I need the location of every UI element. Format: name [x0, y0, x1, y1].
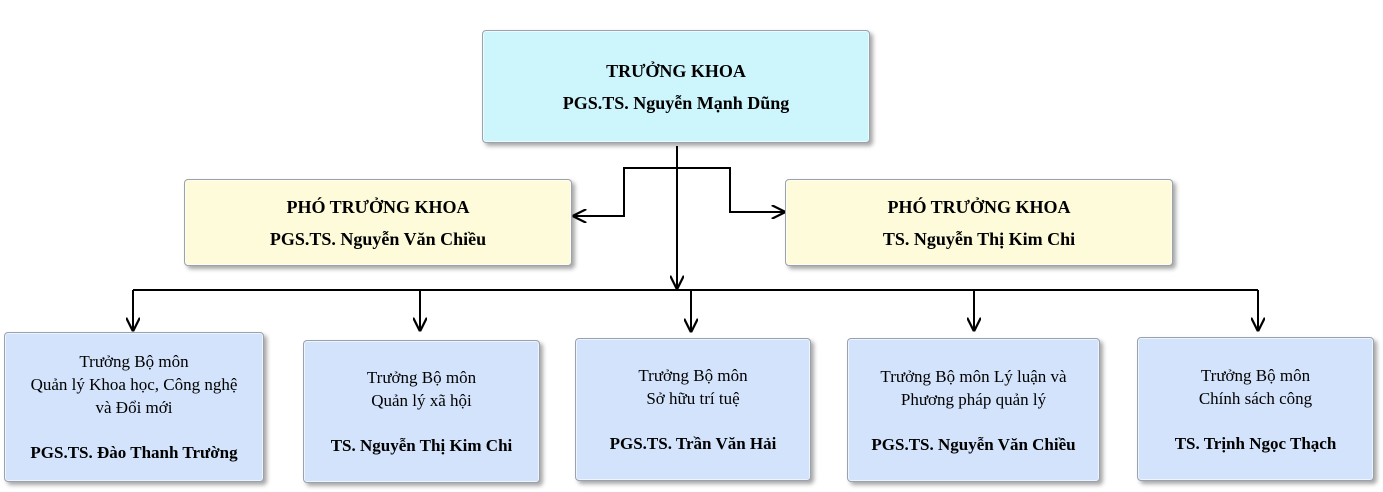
deputy-box-left: PHÓ TRƯỞNG KHOA PGS.TS. Nguyễn Văn Chiều: [184, 179, 572, 266]
department-box-2: Trưởng Bộ môn Quản lý xã hội TS. Nguyễn …: [303, 340, 540, 483]
department-box-4: Trưởng Bộ môn Lý luận và Phương pháp quả…: [847, 338, 1100, 482]
department-role-line: Phương pháp quản lý: [900, 389, 1047, 409]
department-box-5: Trưởng Bộ môn Chính sách công TS. Trịnh …: [1137, 337, 1374, 481]
deputy-name: TS. Nguyễn Thị Kim Chi: [882, 228, 1076, 249]
deputy-title: PHÓ TRƯỞNG KHOA: [887, 196, 1071, 217]
department-role-line: Trưởng Bộ môn: [366, 368, 477, 387]
department-head-name: TS. Trịnh Ngọc Thạch: [1174, 433, 1337, 453]
deputy-box-right: PHÓ TRƯỞNG KHOA TS. Nguyễn Thị Kim Chi: [785, 179, 1173, 266]
left-deputy-connector: [574, 167, 677, 216]
dean-title: TRƯỞNG KHOA: [606, 60, 746, 81]
department-role-line: Chính sách công: [1198, 388, 1313, 408]
deputy-title: PHÓ TRƯỞNG KHOA: [286, 196, 470, 217]
department-head-name: TS. Nguyễn Thị Kim Chi: [330, 436, 513, 455]
dean-box: TRƯỞNG KHOA PGS.TS. Nguyễn Mạnh Dũng: [482, 30, 870, 143]
department-head-name: PGS.TS. Trần Văn Hải: [609, 434, 777, 453]
department-role-line: Trưởng Bộ môn: [79, 352, 189, 371]
department-role-line: Trưởng Bộ môn: [1200, 365, 1311, 385]
deputy-name: PGS.TS. Nguyễn Văn Chiều: [269, 228, 487, 249]
right-deputy-connector: [677, 167, 784, 212]
dean-name: PGS.TS. Nguyễn Mạnh Dũng: [562, 92, 790, 113]
department-role-line: Quản lý Khoa học, Công nghệ: [30, 375, 238, 394]
department-role-line: Trưởng Bộ môn Lý luận và: [880, 366, 1067, 386]
department-box-1: Trưởng Bộ môn Quản lý Khoa học, Công ngh…: [4, 332, 264, 482]
department-box-3: Trưởng Bộ môn Sở hữu trí tuệ PGS.TS. Trầ…: [575, 338, 811, 481]
department-role-line: Sở hữu trí tuệ: [646, 389, 740, 408]
department-role-line: Quản lý xã hội: [371, 391, 472, 410]
department-head-name: PGS.TS. Nguyễn Văn Chiều: [871, 434, 1076, 454]
department-role-line: Trưởng Bộ môn: [638, 366, 748, 385]
department-head-name: PGS.TS. Đào Thanh Trường: [30, 443, 238, 462]
department-role-line: và Đổi mới: [95, 398, 173, 417]
